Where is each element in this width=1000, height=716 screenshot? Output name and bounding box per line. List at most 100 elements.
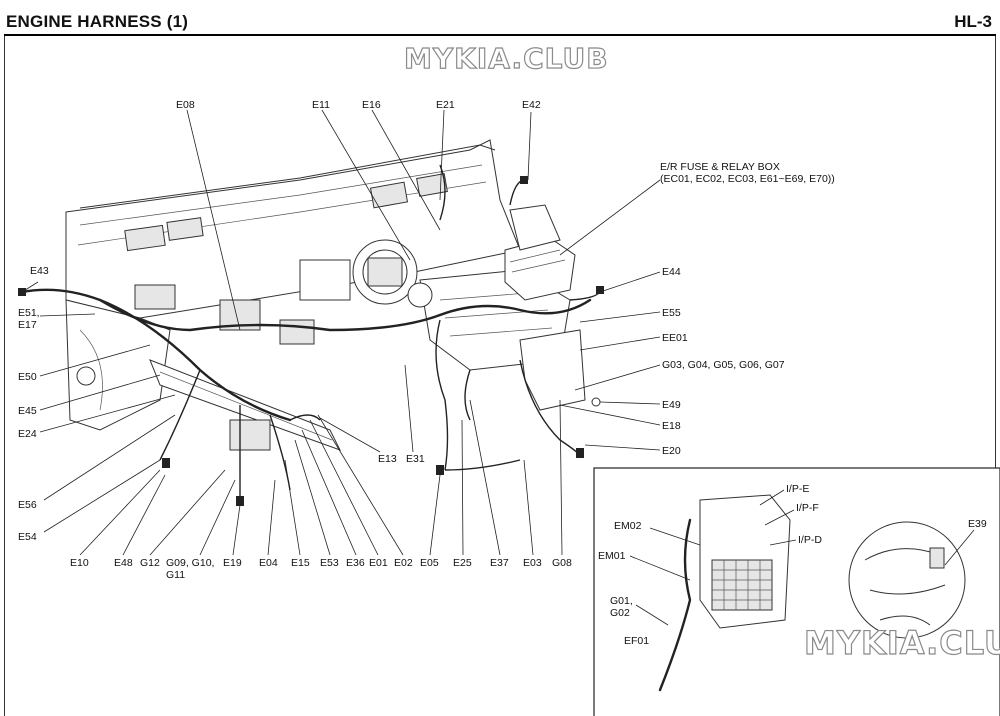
booster-plate — [367, 257, 403, 287]
leader-line-32 — [309, 419, 379, 556]
label-e44: E44 — [662, 266, 681, 278]
label-e56: E56 — [18, 499, 37, 511]
leader-line-38 — [559, 399, 563, 556]
label-e49: E49 — [662, 399, 681, 411]
e39-detail-circle — [848, 521, 966, 639]
leader-line-36 — [469, 399, 501, 556]
apron-curve — [79, 329, 103, 411]
harness-e05-link — [444, 459, 521, 471]
cowl-cutout-4 — [416, 173, 448, 197]
leader-line-17 — [559, 404, 661, 426]
frame-right — [995, 36, 996, 716]
label-e13: E13 — [378, 453, 397, 465]
leader-line-5 — [527, 111, 532, 181]
front-cross-member — [149, 359, 342, 451]
e39-connector — [929, 547, 945, 569]
label-e10: E10 — [70, 557, 89, 569]
leader-line-18 — [584, 444, 661, 451]
label-e19: E19 — [223, 557, 242, 569]
leader-line-14 — [579, 336, 661, 351]
label-e20: E20 — [662, 445, 681, 457]
label-e53: E53 — [320, 557, 339, 569]
leader-line-9 — [39, 344, 151, 377]
frame-left — [4, 36, 5, 716]
label-g08: G08 — [552, 557, 572, 569]
harness-routing — [18, 164, 604, 506]
label-ee01: EE01 — [662, 332, 688, 344]
label-e08: E08 — [176, 99, 195, 111]
fuse-box-lines — [509, 249, 566, 273]
leader-line-43 — [629, 555, 691, 581]
label-ef01: EF01 — [624, 635, 649, 647]
cowl-cutout-2 — [166, 217, 204, 241]
cowl-top-edge — [79, 144, 496, 209]
label-g01: G01, — [610, 595, 633, 607]
leader-line-20 — [404, 364, 414, 453]
label-e25: E25 — [453, 557, 472, 569]
label-g02: G02 — [610, 607, 630, 619]
label-e21: E21 — [436, 99, 455, 111]
booster-ring — [362, 249, 408, 295]
label-em02: EM02 — [614, 520, 642, 532]
leader-line-34 — [429, 474, 441, 556]
connector-e49 — [591, 397, 601, 407]
fuse-grid — [711, 559, 773, 611]
connector-e05 — [436, 465, 444, 475]
leader-line-26 — [199, 479, 236, 556]
label-ip-e: I/P-E — [786, 483, 809, 495]
label-e05: E05 — [420, 557, 439, 569]
page-code: HL-3 — [954, 12, 992, 31]
label-g11: G11 — [166, 569, 185, 581]
leader-line-24 — [122, 474, 166, 556]
label-e03: E03 — [523, 557, 542, 569]
label-g03-g07: G03, G04, G05, G06, G07 — [662, 359, 785, 371]
harness-e54-branch — [159, 369, 201, 461]
connector-g09 — [236, 496, 244, 506]
harness-e13-branch — [289, 414, 321, 421]
label-fuse-box-list: (EC01, EC02, EC03, E61~E69, E70)) — [660, 173, 835, 185]
header-rule — [4, 34, 996, 36]
leader-line-44 — [635, 604, 669, 626]
leader-line-28 — [267, 479, 276, 556]
leader-line-8 — [39, 313, 96, 317]
leader-line-15 — [574, 364, 661, 391]
leader-line-30 — [294, 439, 331, 556]
leader-line-13 — [579, 311, 661, 323]
leader-line-11 — [39, 394, 176, 433]
fuse-relay-box — [504, 237, 576, 301]
label-ip-d: I/P-D — [798, 534, 822, 546]
label-em01: EM01 — [598, 550, 626, 562]
leader-line-40 — [764, 509, 795, 526]
label-g12: G12 — [140, 557, 160, 569]
leader-line-33 — [317, 414, 404, 556]
leader-line-23 — [79, 469, 161, 556]
leader-line-42 — [649, 527, 701, 546]
label-e01: E01 — [369, 557, 388, 569]
leader-line-1 — [186, 109, 241, 331]
leader-line-41 — [769, 539, 797, 546]
fuse-grid-lines — [712, 560, 772, 610]
inset-harness — [658, 518, 692, 692]
battery-tray — [509, 204, 561, 251]
connector-e54 — [162, 458, 170, 468]
cross-member-edge — [159, 371, 333, 441]
right-mount-bracket — [519, 329, 586, 411]
leader-line-16 — [599, 401, 661, 405]
leader-line-22 — [43, 459, 161, 533]
leader-line-21 — [43, 414, 176, 501]
label-e02: E02 — [394, 557, 413, 569]
label-fuse-box: E/R FUSE & RELAY BOX — [660, 161, 780, 173]
label-g09-g10: G09, G10, — [166, 557, 214, 569]
leader-line-29 — [284, 459, 301, 556]
label-e37: E37 — [490, 557, 509, 569]
leader-line-31 — [301, 429, 357, 556]
watermark-bottom: MYKIA.CLUB — [803, 623, 1000, 662]
label-e15: E15 — [291, 557, 310, 569]
leader-line-39 — [759, 489, 785, 506]
leader-line-2 — [321, 109, 411, 261]
label-ip-f: I/P-F — [796, 502, 819, 514]
label-e43: E43 — [30, 265, 49, 277]
cowl-rib-1 — [79, 164, 483, 226]
